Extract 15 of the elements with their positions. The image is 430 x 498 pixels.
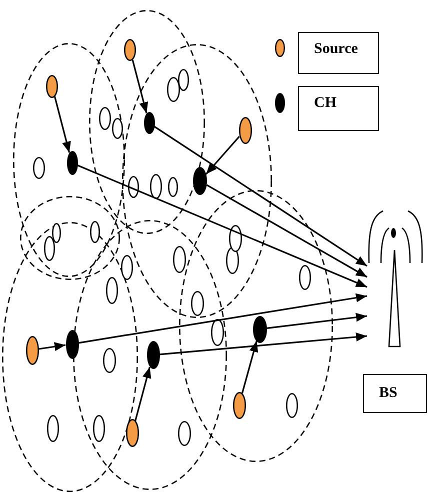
arrow xyxy=(154,126,368,267)
arrow xyxy=(132,60,148,114)
arrow xyxy=(134,366,152,422)
arrow xyxy=(266,312,368,329)
legend-label: CH xyxy=(298,86,379,131)
arrow xyxy=(54,96,71,153)
arrow xyxy=(38,342,66,352)
arrow xyxy=(241,340,258,394)
arrow xyxy=(206,136,240,175)
arrow xyxy=(77,164,368,288)
arrow xyxy=(78,293,368,344)
arrow xyxy=(206,184,368,278)
base-station-label: BS xyxy=(363,374,427,413)
legend-label: Source xyxy=(298,32,379,74)
arrow xyxy=(159,332,368,356)
